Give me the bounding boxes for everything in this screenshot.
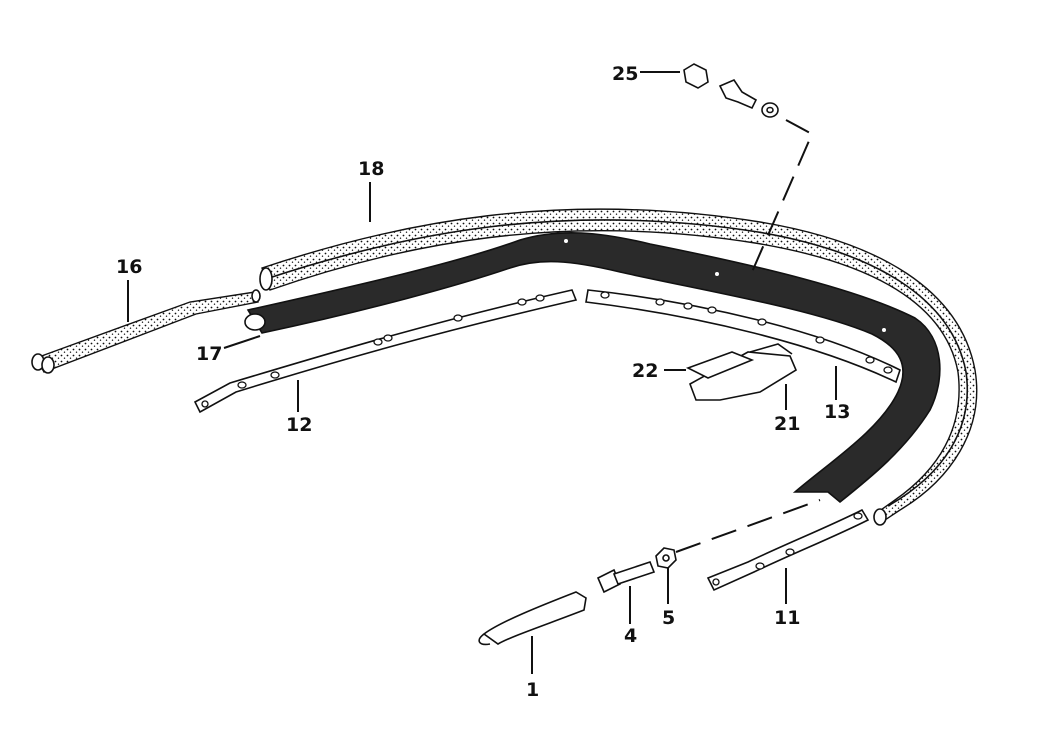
screw-25: [683, 63, 779, 118]
callout-16: 16: [116, 256, 142, 278]
plate-22: [685, 351, 755, 379]
callout-5: 5: [662, 607, 675, 629]
callout-labels: 25 18 16 17 12 22 21 13 1 4 5 11: [116, 63, 850, 701]
callout-17: 17: [196, 343, 222, 365]
bolt-4: [596, 561, 656, 594]
callout-22: 22: [632, 360, 658, 382]
foam-tube-16: [31, 289, 261, 374]
end-strip-11: [706, 508, 870, 592]
leader-lines: [127, 71, 837, 674]
foam-seal-18: [259, 208, 978, 526]
callout-4: 4: [624, 625, 637, 647]
rail-strip-13: [585, 289, 901, 384]
callout-11: 11: [774, 607, 800, 629]
callout-25: 25: [612, 63, 638, 85]
callout-13: 13: [824, 401, 850, 423]
assembly-lines: [675, 119, 821, 553]
callout-18: 18: [358, 158, 384, 180]
rubber-gasket-17: [244, 231, 941, 504]
nut-5: [655, 547, 677, 569]
callout-12: 12: [286, 414, 312, 436]
rail-strip-12: [193, 289, 578, 414]
bracket-21: [689, 343, 798, 401]
callout-21: 21: [774, 413, 800, 435]
callout-1: 1: [526, 679, 539, 701]
clip-1: [478, 591, 587, 646]
